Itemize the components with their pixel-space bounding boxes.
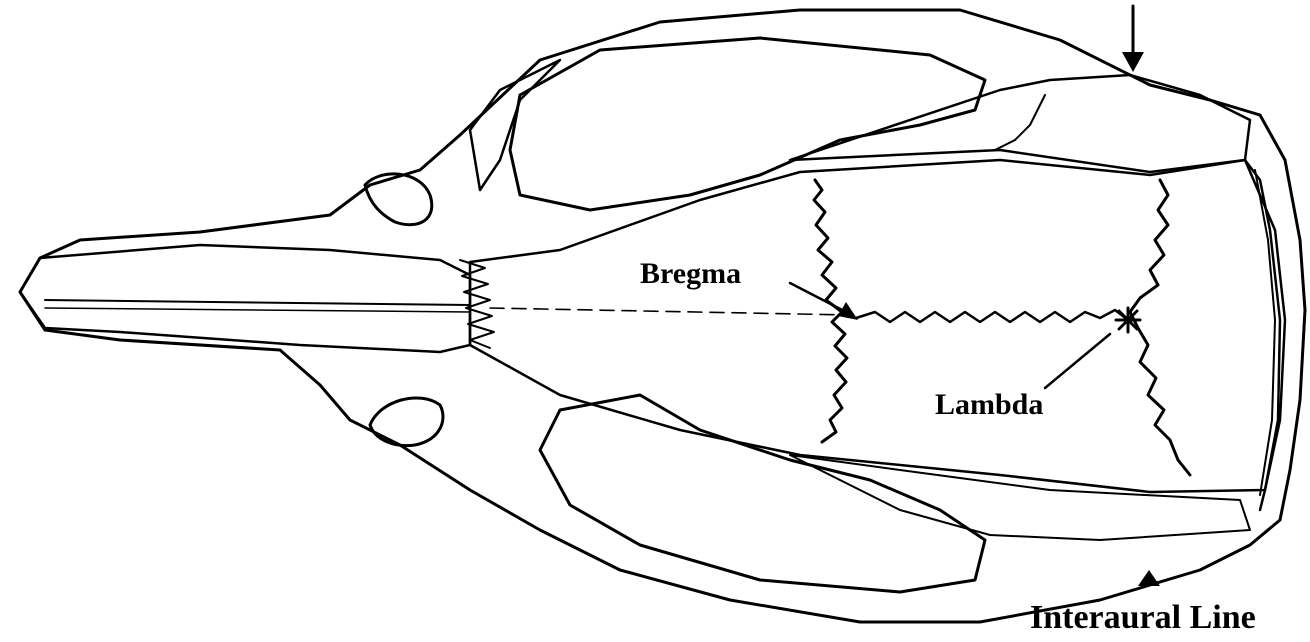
label-bregma: Bregma <box>640 257 741 290</box>
bregma-arrow-line <box>790 283 850 314</box>
label-lambda: Lambda <box>935 388 1043 421</box>
nasal-midline <box>45 300 470 305</box>
label-interaural-line: Interaural Line <box>1030 599 1256 636</box>
top-arrow-head <box>1122 52 1144 72</box>
lambda-pointer-line <box>1045 334 1110 388</box>
nasal-midline-2 <box>45 308 470 312</box>
lower-dense-region <box>790 455 1250 540</box>
sagittal-suture <box>856 310 1128 322</box>
upper-zygomatic-arch <box>510 38 985 210</box>
lambdoid-suture <box>1130 180 1190 475</box>
lower-socket <box>370 398 443 446</box>
lambda-marker <box>1116 308 1140 332</box>
bregma-arrow-head <box>838 302 858 320</box>
temporal-suture <box>995 95 1045 150</box>
interaural-marker <box>1138 570 1160 586</box>
skull-outline <box>20 10 1305 622</box>
upper-socket <box>365 174 432 225</box>
frontal-midline <box>490 308 850 315</box>
upper-temporal-bar <box>790 75 1250 172</box>
